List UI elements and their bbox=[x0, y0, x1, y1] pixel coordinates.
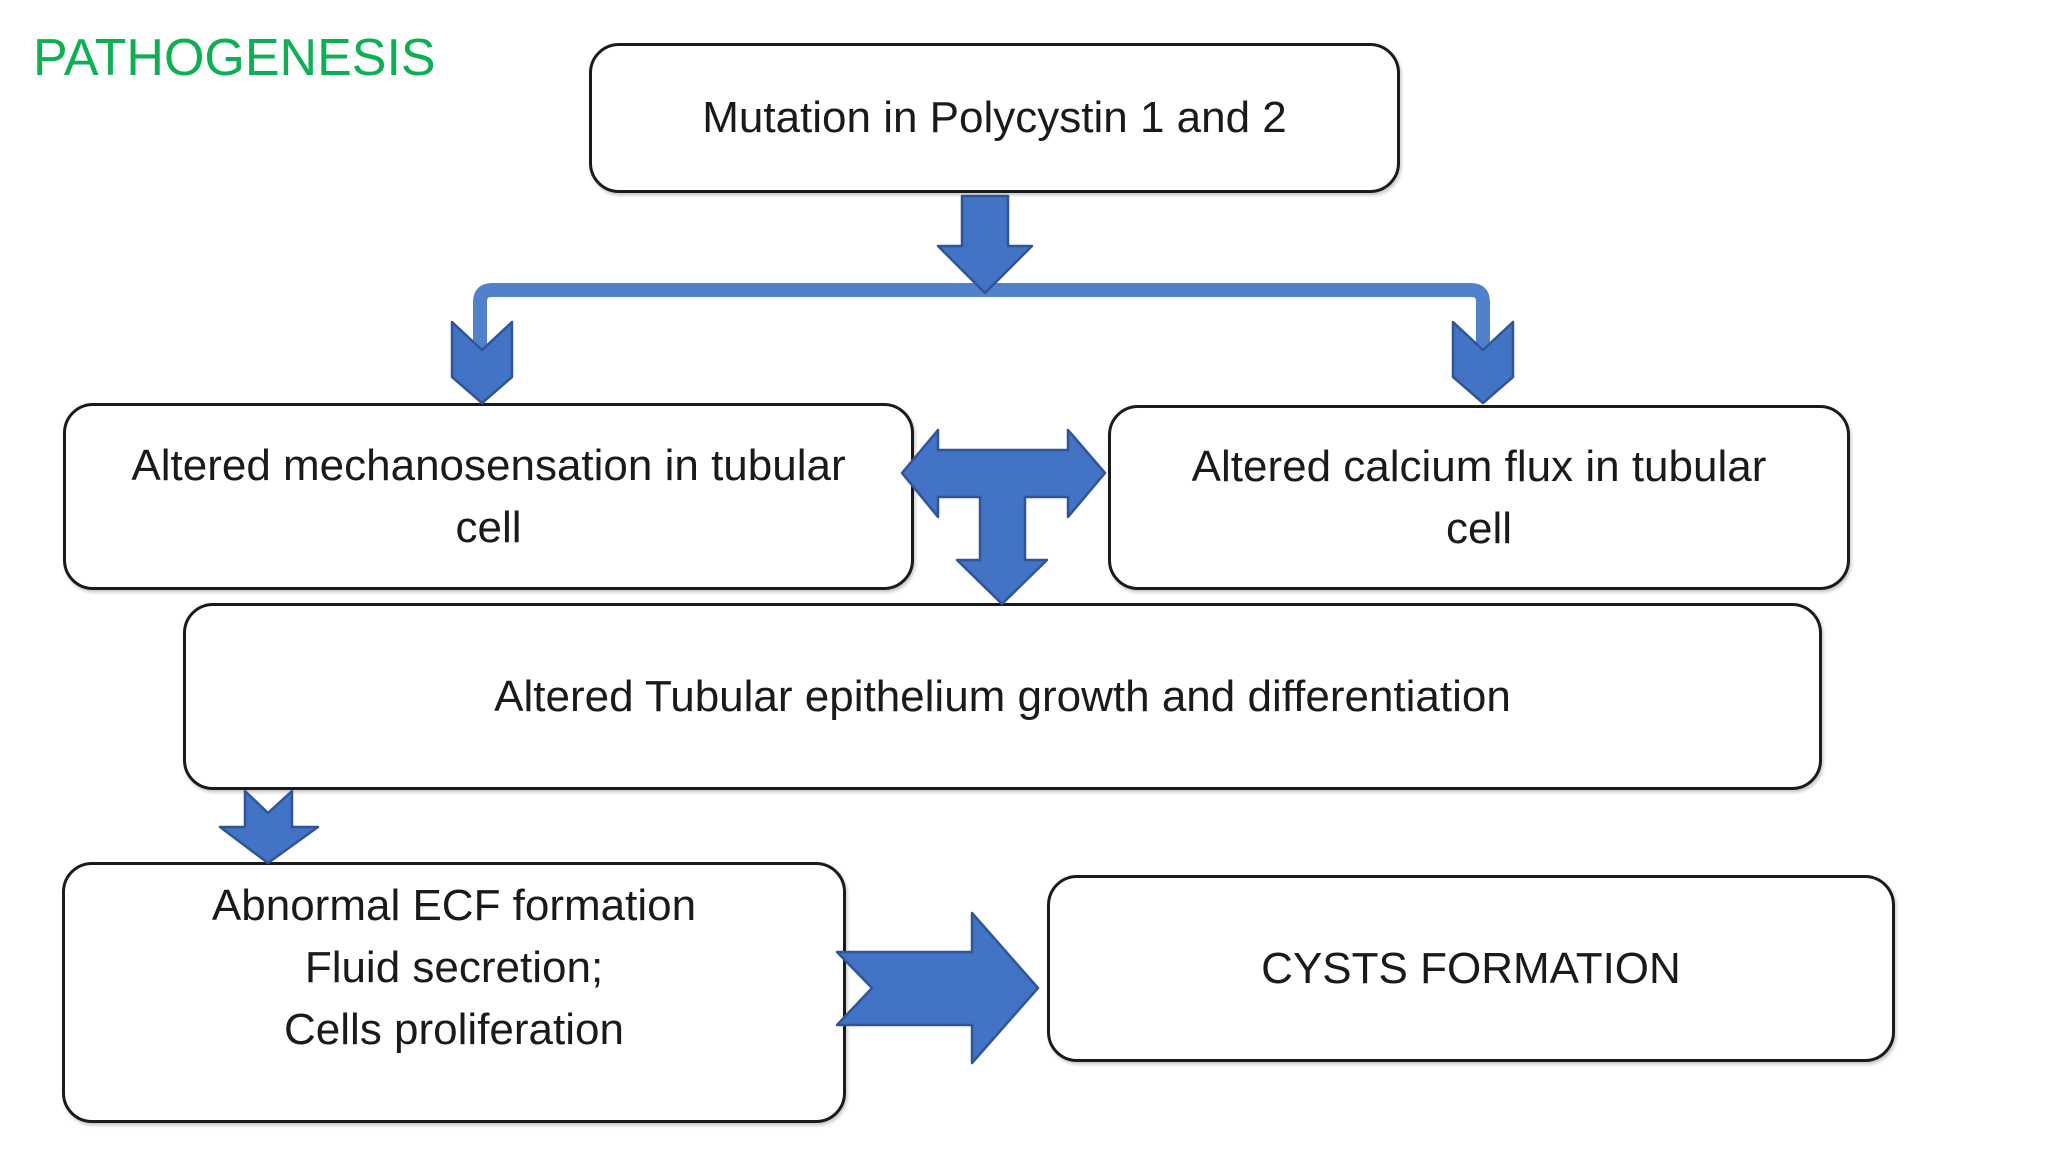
node-mechanosensation-text-line1: Altered mechanosensation in tubular bbox=[131, 440, 846, 490]
arrow-chevron-right-branch-icon bbox=[1451, 320, 1515, 405]
node-cysts-formation: CYSTS FORMATION bbox=[1047, 875, 1895, 1062]
node-mutation-polycystin: Mutation in Polycystin 1 and 2 bbox=[589, 43, 1400, 193]
node-cysts-text: CYSTS FORMATION bbox=[1261, 943, 1681, 993]
node-calcium-text-line2: cell bbox=[1445, 503, 1513, 553]
node-mutation-text: Mutation in Polycystin 1 and 2 bbox=[702, 93, 1287, 142]
arrow-three-way-icon bbox=[900, 428, 1107, 606]
node-epithelium-text: Altered Tubular epithelium growth and di… bbox=[494, 671, 1511, 721]
arrow-right-cysts-icon bbox=[835, 911, 1040, 1065]
arrow-down-mutation-icon bbox=[936, 194, 1034, 295]
node-altered-epithelium-growth: Altered Tubular epithelium growth and di… bbox=[183, 603, 1822, 790]
node-abnormal-ecf: Abnormal ECF formation Fluid secretion; … bbox=[62, 862, 846, 1123]
node-abnormal-text-line1: Abnormal ECF formation bbox=[211, 881, 697, 930]
node-abnormal-text-line2: Fluid secretion; bbox=[304, 943, 604, 992]
page-title: PATHOGENESIS bbox=[33, 29, 436, 87]
arrow-chevron-left-branch-icon bbox=[450, 320, 514, 405]
node-mechanosensation-text-line2: cell bbox=[455, 502, 522, 552]
branch-connector-line bbox=[473, 283, 1490, 352]
node-altered-mechanosensation: Altered mechanosensation in tubular cell bbox=[63, 403, 914, 590]
node-abnormal-text-line3: Cells proliferation bbox=[284, 1005, 624, 1054]
node-calcium-text-line1: Altered calcium flux in tubular bbox=[1191, 441, 1767, 491]
arrow-down-epithelium-icon bbox=[218, 789, 320, 865]
node-altered-calcium-flux: Altered calcium flux in tubular cell bbox=[1108, 405, 1850, 590]
